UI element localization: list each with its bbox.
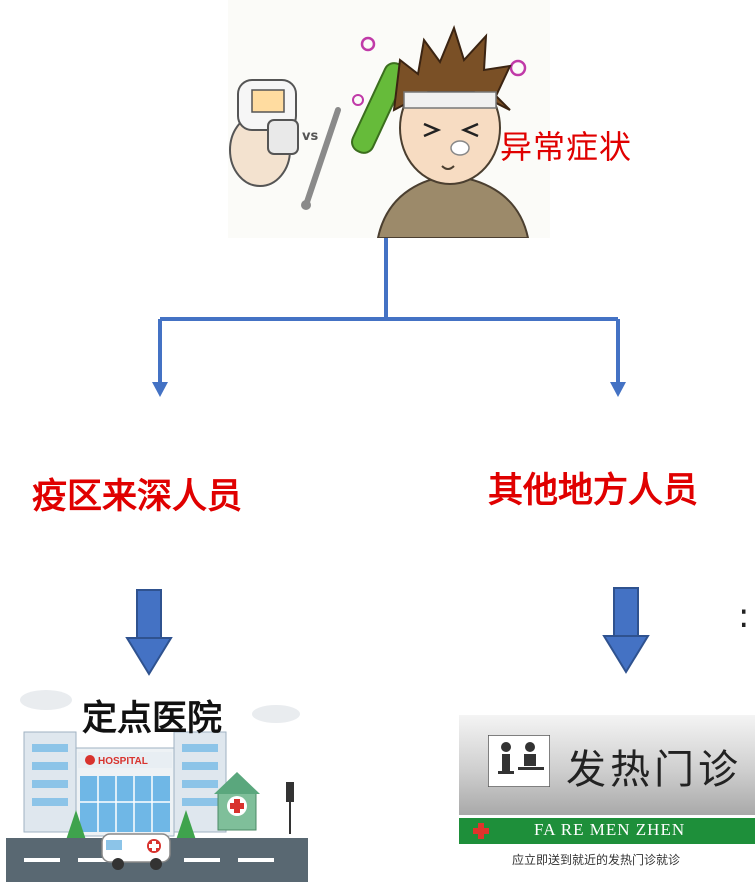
stray-colon-text: :: [738, 596, 750, 636]
clinic-doctor-patient-icon: [488, 735, 550, 787]
left-arrowhead-icon: [152, 382, 168, 397]
fever-clinic-pinyin: FA RE MEN ZHEN: [534, 820, 686, 839]
left-down-arrow-icon: [125, 589, 173, 676]
abnormal-symptoms-label: 异常症状: [500, 128, 633, 166]
designated-hospital-label: 定点医院: [82, 699, 223, 739]
sick-boy-illustration: vs: [228, 0, 550, 238]
fever-clinic-caption: 应立即送到就近的发热门诊就诊: [512, 853, 681, 867]
svg-text:vs: vs: [302, 129, 318, 144]
hospital-illustration: HOSPITAL: [6, 690, 308, 882]
fever-clinic-title: 发热门诊: [566, 747, 742, 793]
right-arrowhead-icon: [610, 382, 626, 397]
glass-thermometer-icon: [301, 107, 341, 210]
hospital-building-sign: HOSPITAL: [98, 756, 148, 767]
other-area-personnel-label: 其他地方人员: [488, 471, 699, 511]
thermometer-gun-icon: vs: [229, 79, 318, 187]
epidemic-area-personnel-label: 疫区来深人员: [32, 477, 243, 517]
red-cross-icon: [473, 823, 489, 839]
pinyin-band: [459, 818, 755, 844]
ambulance-icon: [101, 833, 171, 870]
right-down-arrow-icon: [602, 587, 650, 674]
